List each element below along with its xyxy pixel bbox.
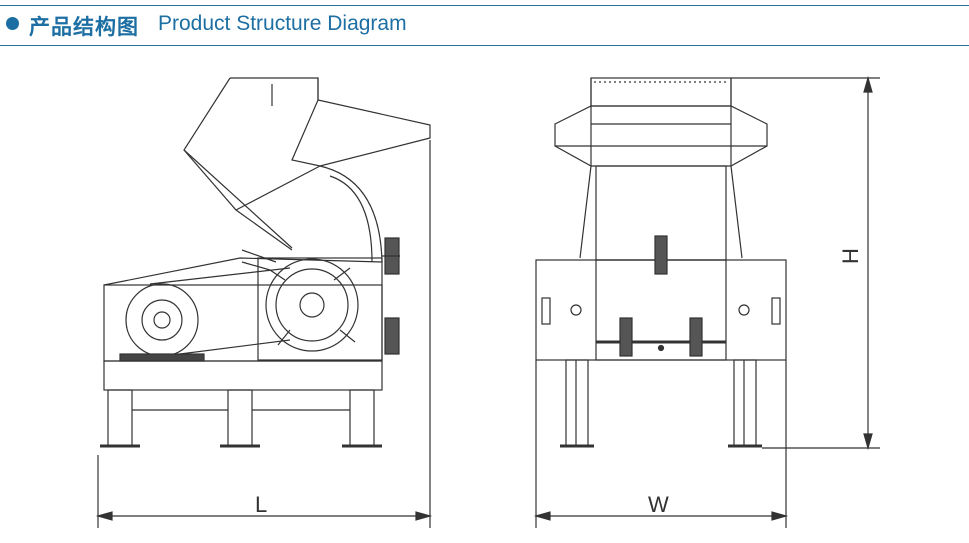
- front-hopper-wing: [554, 105, 768, 167]
- side-belt-top: [149, 267, 291, 285]
- height-label: H: [838, 248, 863, 264]
- side-rotor-blade-3: [277, 329, 291, 346]
- front-leg-left: [565, 359, 589, 447]
- side-frame-box: [103, 284, 383, 362]
- header-top-rule: [0, 5, 969, 6]
- front-bolt-top: [654, 235, 668, 275]
- product-structure-drawing: L: [95, 75, 880, 528]
- front-center-dot: [657, 344, 665, 352]
- front-slot-right: [771, 297, 781, 325]
- side-leg-3: [349, 389, 375, 447]
- length-arrow-left: [95, 511, 113, 521]
- front-pivot-right: [738, 304, 750, 316]
- width-arrow-left: [533, 511, 551, 521]
- section-header: 产品结构图 Product Structure Diagram: [0, 0, 969, 48]
- front-brace-right: [730, 165, 743, 259]
- height-dimension: H: [731, 75, 880, 451]
- side-housing-arc: [319, 165, 383, 263]
- side-view: [100, 77, 431, 448]
- front-pivot-left: [570, 304, 582, 316]
- section-title-english: Product Structure Diagram: [158, 12, 407, 35]
- side-rotor-blade-2: [339, 329, 356, 343]
- side-rotor-blade-4: [333, 267, 351, 281]
- side-motor-base: [119, 353, 205, 362]
- side-lift-arm: [241, 249, 277, 263]
- width-arrow-right: [771, 511, 789, 521]
- side-rotor-hub: [299, 292, 325, 318]
- side-bolt-lower: [384, 317, 400, 355]
- front-slot-left: [541, 297, 551, 325]
- width-label: W: [648, 492, 669, 517]
- front-brace-left: [579, 165, 592, 259]
- front-bolt-right: [689, 317, 703, 357]
- side-hopper-front: [183, 77, 293, 249]
- side-motor-pulley-inner: [141, 299, 183, 341]
- side-rotor-outer: [265, 258, 359, 352]
- width-dimension: W: [533, 360, 789, 528]
- side-motor-pulley: [125, 283, 199, 357]
- side-crusher-box: [257, 257, 383, 361]
- side-housing-arc-inner: [329, 175, 373, 263]
- length-label: L: [255, 492, 267, 517]
- front-bolt-left: [619, 317, 633, 357]
- side-hopper-outline: [230, 77, 431, 167]
- height-arrow-top: [863, 75, 873, 93]
- front-view: [535, 77, 787, 448]
- section-title-chinese: 产品结构图: [29, 16, 139, 39]
- height-arrow-bottom: [863, 433, 873, 451]
- front-leg-right: [733, 359, 757, 447]
- side-rotor-mid: [275, 268, 349, 342]
- side-leg-2: [227, 389, 253, 447]
- side-motor-pulley-hub: [153, 311, 171, 329]
- side-chute-inner: [235, 165, 321, 211]
- side-leg-1: [107, 389, 133, 447]
- side-belt-bottom: [179, 339, 291, 355]
- side-frame-top: [103, 257, 383, 286]
- side-rotor-blade-1: [269, 269, 286, 281]
- side-skid: [103, 360, 383, 391]
- length-dimension: L: [95, 140, 433, 528]
- length-arrow-right: [415, 511, 433, 521]
- header-bottom-rule: [0, 45, 969, 46]
- bullet-dot-icon: [6, 17, 19, 30]
- side-lift-arm-2: [241, 261, 271, 271]
